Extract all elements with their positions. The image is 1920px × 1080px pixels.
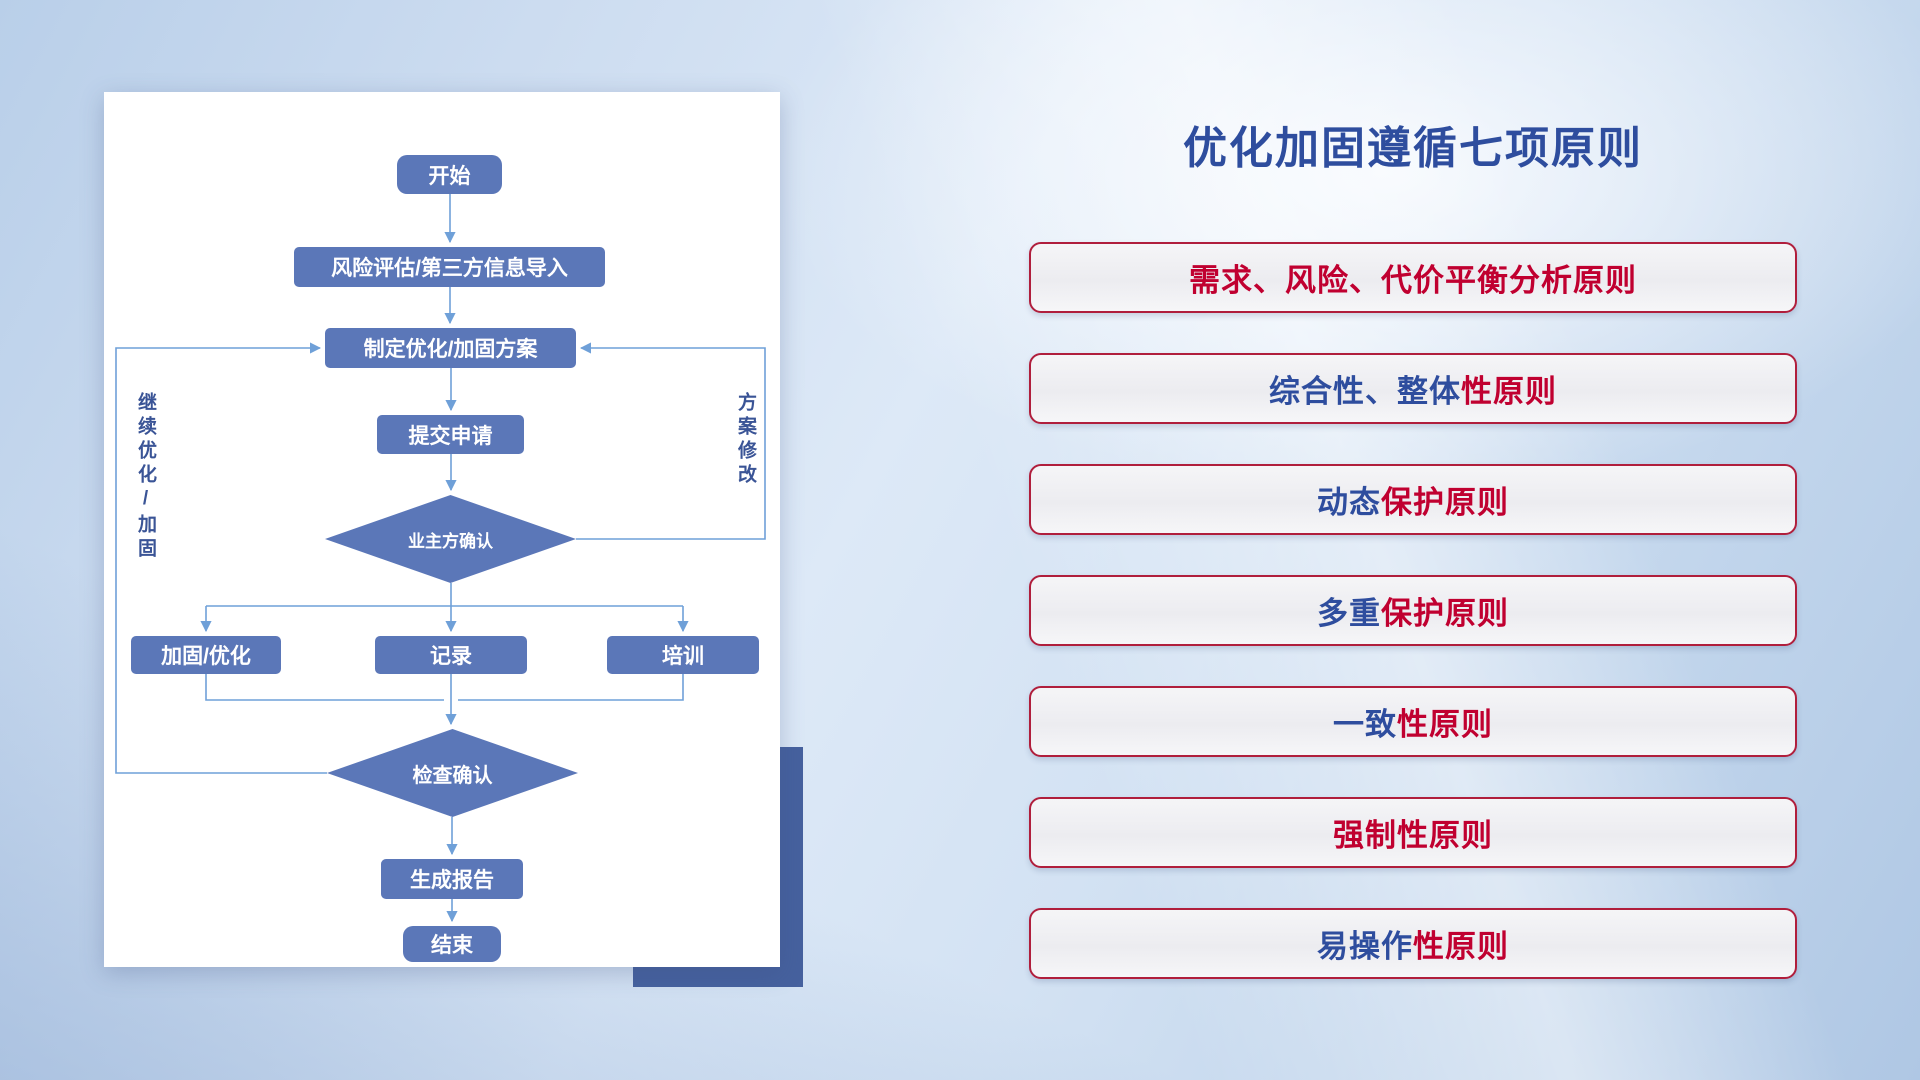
flow-node-harden-optimize: 加固/优化 — [131, 636, 281, 674]
principle-text-segment: 多重 — [1317, 596, 1381, 631]
flow-node-risk-assessment: 风险评估/第三方信息导入 — [294, 247, 605, 287]
principle-text-segment: 需求、风险、代价平衡分析原则 — [1189, 263, 1637, 298]
principles-list: 需求、风险、代价平衡分析原则综合性、整体性原则动态保护原则多重保护原则一致性原则… — [1029, 242, 1797, 979]
principle-text-segment: 一致 — [1333, 707, 1397, 742]
principle-box: 多重保护原则 — [1029, 575, 1797, 646]
flow-label-continue-optimize: 继续优化/加固 — [135, 392, 156, 562]
principles-panel: 优化加固遵循七项原则 需求、风险、代价平衡分析原则综合性、整体性原则动态保护原则… — [1029, 0, 1797, 1080]
principle-text-segment: 易操作 — [1317, 929, 1413, 964]
flow-node-submit-application: 提交申请 — [377, 415, 524, 454]
principle-box: 综合性、整体性原则 — [1029, 353, 1797, 424]
principle-box: 一致性原则 — [1029, 686, 1797, 757]
flow-label-plan-revise: 方案修改 — [735, 392, 756, 488]
principle-text-segment: 性原则 — [1461, 374, 1557, 409]
flow-node-end: 结束 — [403, 926, 501, 962]
panel-title: 优化加固遵循七项原则 — [1183, 124, 1643, 173]
principle-text-segment: 动态 — [1317, 485, 1381, 520]
flow-decision-owner-confirm: 业主方确认 — [325, 495, 576, 583]
flow-node-training: 培训 — [607, 636, 759, 674]
flow-node-make-plan: 制定优化/加固方案 — [325, 328, 576, 368]
principle-text-segment: 保护原则 — [1381, 485, 1509, 520]
flowchart-card: 开始 风险评估/第三方信息导入 制定优化/加固方案 提交申请 业主方确认 加固/… — [104, 92, 780, 967]
principle-text-segment: 性原则 — [1413, 929, 1509, 964]
principle-box: 易操作性原则 — [1029, 908, 1797, 979]
principle-text-segment: 保护原则 — [1381, 596, 1509, 631]
principle-box: 动态保护原则 — [1029, 464, 1797, 535]
principle-text-segment: 强制性原则 — [1333, 818, 1493, 853]
principle-text-segment: 性原则 — [1397, 707, 1493, 742]
flow-decision-check-confirm: 检查确认 — [327, 729, 578, 817]
principle-box: 强制性原则 — [1029, 797, 1797, 868]
principle-box: 需求、风险、代价平衡分析原则 — [1029, 242, 1797, 313]
principle-text-segment: 综合性、整体 — [1269, 374, 1461, 409]
flow-node-generate-report: 生成报告 — [381, 859, 523, 899]
flow-node-record: 记录 — [375, 636, 527, 674]
flow-node-start: 开始 — [397, 155, 502, 194]
